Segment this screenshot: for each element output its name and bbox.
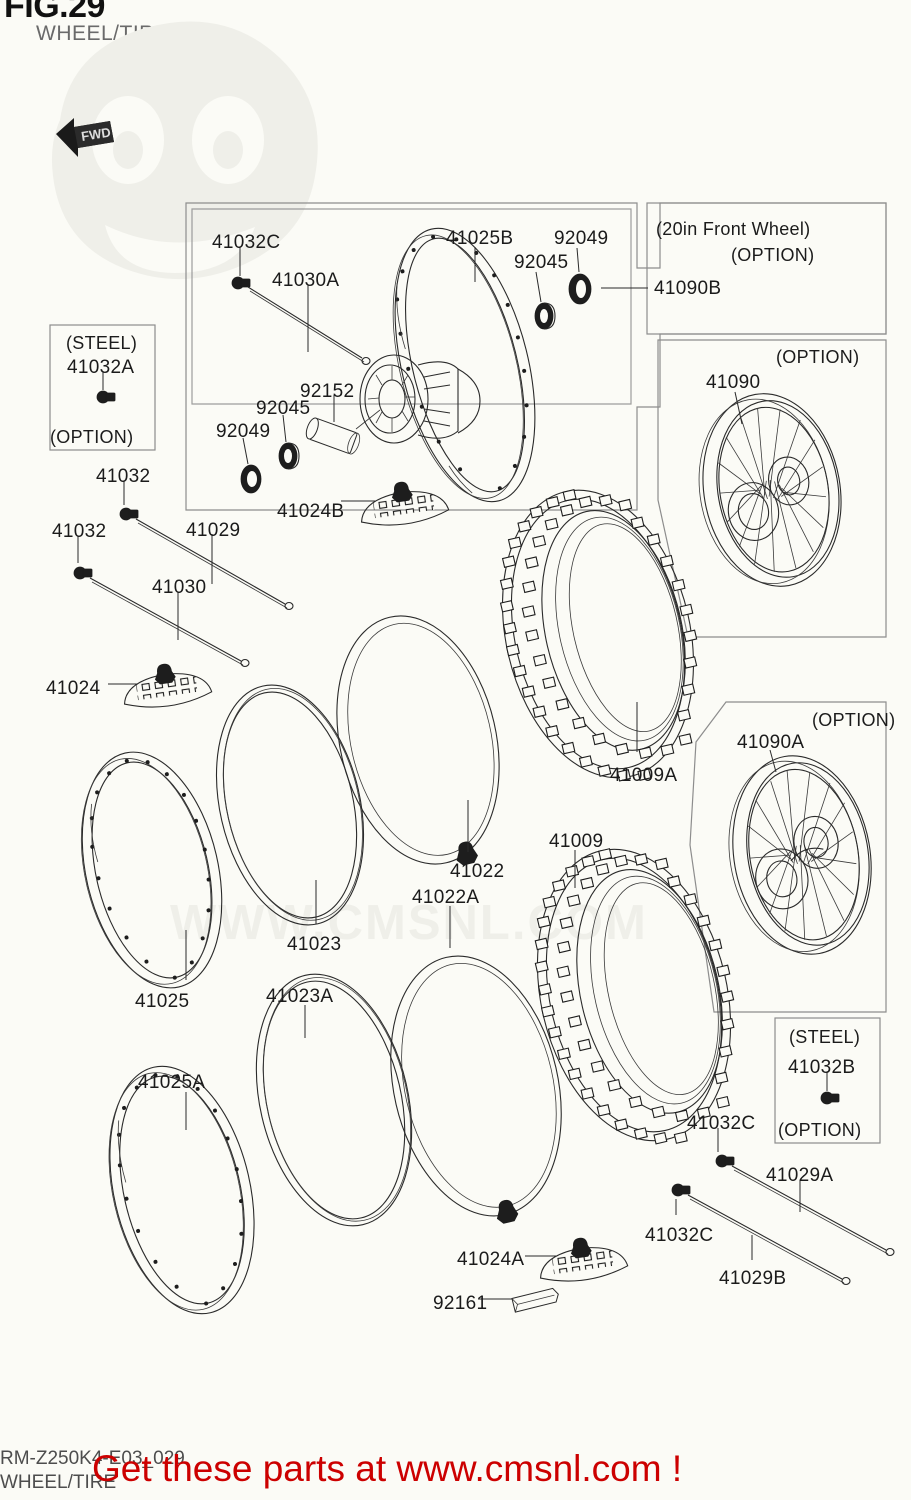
box-caption: (20in Front Wheel)	[656, 219, 811, 239]
part-number-41009a[interactable]: 41009A	[610, 765, 678, 786]
box-caption: (STEEL)	[789, 1027, 861, 1047]
part-number-41090b[interactable]: 41090B	[654, 278, 722, 299]
part-number-41024a[interactable]: 41024A	[457, 1249, 525, 1270]
part-number-92045[interactable]: 92045	[256, 398, 311, 419]
part-number-92045[interactable]: 92045	[514, 252, 569, 273]
part-number-41025a[interactable]: 41025A	[138, 1072, 206, 1093]
fwd-direction-icon: FWD	[56, 118, 114, 157]
part-number-41090[interactable]: 41090	[706, 372, 761, 393]
page-title: FIG.29	[4, 0, 105, 25]
part-number-41024[interactable]: 41024	[46, 678, 101, 699]
box-caption: (OPTION)	[776, 347, 860, 367]
part-number-41009[interactable]: 41009	[549, 831, 604, 852]
part-number-41030a[interactable]: 41030A	[272, 270, 340, 291]
box-caption: (OPTION)	[731, 245, 815, 265]
part-number-41032b[interactable]: 41032B	[788, 1057, 856, 1078]
box-caption: (OPTION)	[778, 1120, 862, 1140]
part-number-41032c[interactable]: 41032C	[212, 232, 281, 253]
part-number-41029[interactable]: 41029	[186, 520, 241, 541]
part-number-41032[interactable]: 41032	[52, 521, 107, 542]
part-number-92152[interactable]: 92152	[300, 381, 355, 402]
diagram-code: RM-Z250K4-E03_029	[0, 1448, 185, 1469]
part-number-41023a[interactable]: 41023A	[266, 986, 334, 1007]
part-number-41024b[interactable]: 41024B	[277, 501, 345, 522]
part-number-41029a[interactable]: 41029A	[766, 1165, 834, 1186]
part-number-41032a[interactable]: 41032A	[67, 357, 135, 378]
diagram-section: WHEEL/TIRE	[0, 1472, 117, 1493]
part-number-92049[interactable]: 92049	[554, 228, 609, 249]
part-number-41032[interactable]: 41032	[96, 466, 151, 487]
part-number-41029b[interactable]: 41029B	[719, 1268, 787, 1289]
part-number-92161[interactable]: 92161	[433, 1293, 488, 1314]
box-caption: (STEEL)	[66, 333, 138, 353]
part-number-41090a[interactable]: 41090A	[737, 732, 805, 753]
part-number-41023[interactable]: 41023	[287, 934, 342, 955]
box-caption: (OPTION)	[50, 427, 134, 447]
part-number-41032c[interactable]: 41032C	[687, 1113, 756, 1134]
part-number-41032c[interactable]: 41032C	[645, 1225, 714, 1246]
part-number-41030[interactable]: 41030	[152, 577, 207, 598]
part-number-41022a[interactable]: 41022A	[412, 887, 480, 908]
part-number-92049[interactable]: 92049	[216, 421, 271, 442]
promo-banner: Get these parts at www.cmsnl.com !	[92, 1448, 683, 1489]
part-number-41025b[interactable]: 41025B	[446, 228, 514, 249]
box-caption: (OPTION)	[812, 710, 896, 730]
part-number-41022[interactable]: 41022	[450, 861, 505, 882]
part-number-41025[interactable]: 41025	[135, 991, 190, 1012]
